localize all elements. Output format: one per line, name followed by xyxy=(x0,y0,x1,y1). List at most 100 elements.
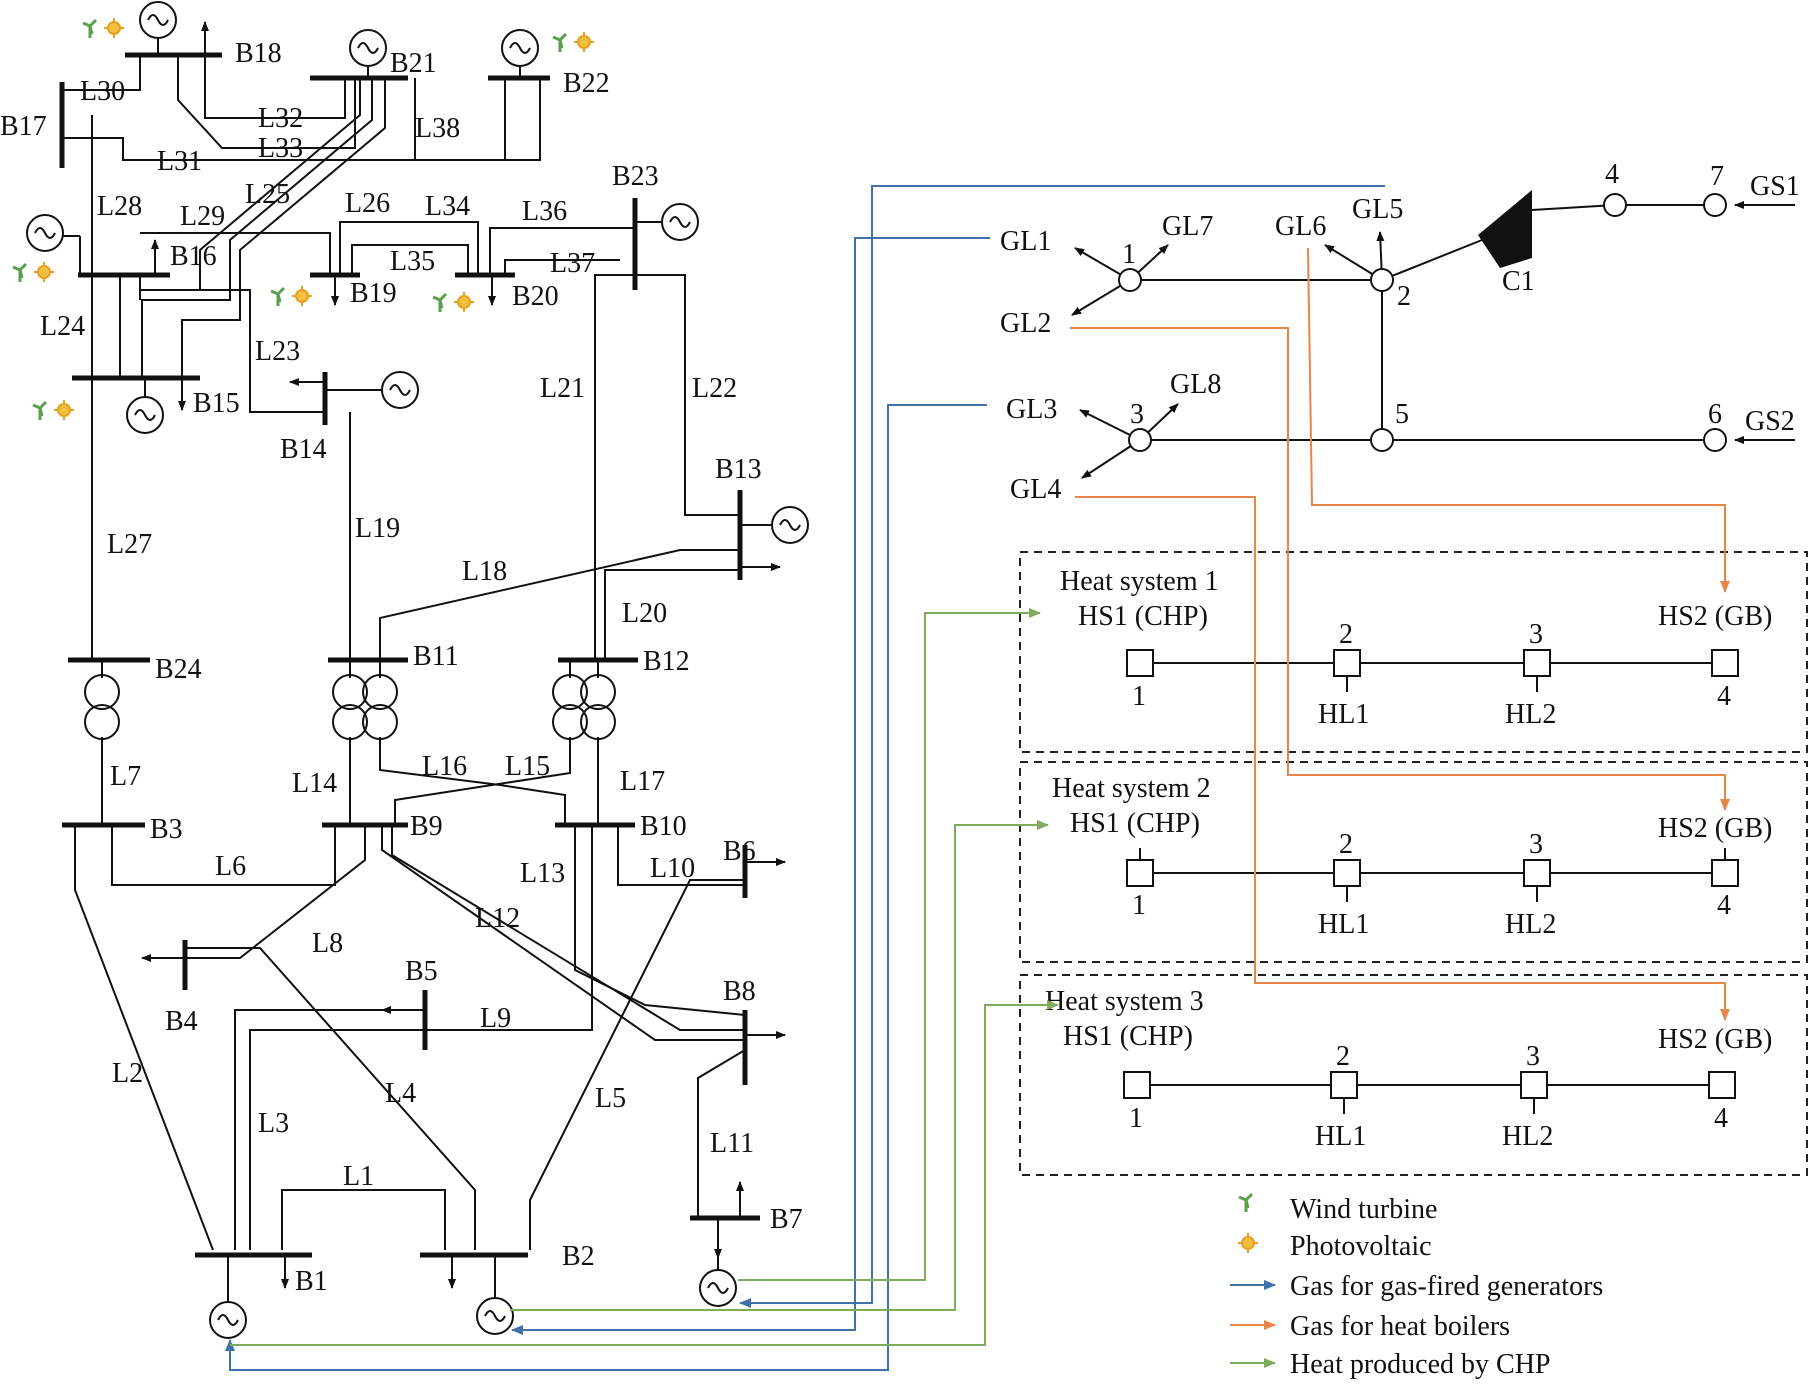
wind-pv-icon-b19 xyxy=(270,286,312,306)
line-label-l5: L5 xyxy=(595,1083,626,1114)
renewables xyxy=(12,18,594,420)
heat-system-2-node-3: 3 xyxy=(1529,829,1543,860)
line-label-l34: L34 xyxy=(425,191,470,222)
bus-label-b22: B22 xyxy=(563,68,610,99)
legend-heat-chp: Heat produced by CHP xyxy=(1290,1349,1551,1380)
gas-load-gl6: GL6 xyxy=(1275,211,1326,242)
photovoltaic-icon xyxy=(1238,1233,1258,1253)
line-label-l28: L28 xyxy=(97,191,142,222)
bus-label-b8: B8 xyxy=(723,976,756,1007)
gas-labels: 1 2 3 4 5 6 7 GL1 GL2 GL3 GL4 GL5 GL6 GL… xyxy=(1000,159,1800,505)
heat-system-3-node-1: 1 xyxy=(1129,1103,1143,1134)
line-label-l17: L17 xyxy=(620,766,665,797)
gas-load-gl5: GL5 xyxy=(1352,194,1403,225)
line-label-l25: L25 xyxy=(245,179,290,210)
bus-label-b16: B16 xyxy=(170,241,217,272)
heat-system-2-load-2: HL2 xyxy=(1505,909,1556,940)
bus-label-b10: B10 xyxy=(640,811,687,842)
heat-system-1-node-2: 2 xyxy=(1339,619,1353,650)
gas-node-2: 2 xyxy=(1397,281,1411,312)
heat-system-1-title: Heat system 1 xyxy=(1060,566,1219,597)
legend-gas-gen: Gas for gas-fired generators xyxy=(1290,1271,1603,1302)
bus-label-b15: B15 xyxy=(193,388,240,419)
gas-node-5: 5 xyxy=(1395,399,1409,430)
line-label-l4: L4 xyxy=(385,1078,416,1109)
heat-system-1-node-1: 1 xyxy=(1132,681,1146,712)
gas-source-gs1: GS1 xyxy=(1750,171,1800,202)
bus-label-b14: B14 xyxy=(280,434,327,465)
line-label-l6: L6 xyxy=(215,851,246,882)
bus-label-b20: B20 xyxy=(512,281,559,312)
line-label-l24: L24 xyxy=(40,311,85,342)
bus-label-b21: B21 xyxy=(390,48,437,79)
heat-system-3-gb: HS2 (GB) xyxy=(1658,1024,1772,1055)
heat-system-1-chp: HS1 (CHP) xyxy=(1078,601,1208,632)
line-label-l38: L38 xyxy=(415,113,460,144)
compressor-label: C1 xyxy=(1502,266,1535,297)
bus-label-b6: B6 xyxy=(723,836,756,867)
heat-system-3-chp: HS1 (CHP) xyxy=(1063,1021,1193,1052)
line-label-l27: L27 xyxy=(107,529,152,560)
legend: Wind turbine Photovoltaic Gas for gas-fi… xyxy=(1230,1192,1603,1380)
bus-label-b13: B13 xyxy=(715,454,762,485)
bus-label-b18: B18 xyxy=(235,38,282,69)
heat-system-2-node-1: 1 xyxy=(1132,890,1146,921)
gas-load-gl7: GL7 xyxy=(1162,211,1213,242)
gas-load-gl3: GL3 xyxy=(1006,394,1057,425)
line-label-l12: L12 xyxy=(475,903,520,934)
line-labels: L1 L2 L3 L4 L5 L6 L7 L8 L9 L10 L11 L12 L… xyxy=(40,76,754,1192)
bus-label-b2: B2 xyxy=(562,1241,595,1272)
wind-pv-icon-b15 xyxy=(32,400,74,420)
bus-label-b24: B24 xyxy=(155,654,202,685)
legend-gas-boiler: Gas for heat boilers xyxy=(1290,1311,1510,1342)
legend-wind: Wind turbine xyxy=(1290,1194,1437,1225)
bus-label-b12: B12 xyxy=(643,646,690,677)
wind-pv-icon-b18 xyxy=(82,18,124,38)
line-label-l3: L3 xyxy=(258,1108,289,1139)
line-label-l36: L36 xyxy=(522,196,567,227)
line-label-l8: L8 xyxy=(312,928,343,959)
bus-label-b3: B3 xyxy=(150,814,183,845)
line-label-l15: L15 xyxy=(505,751,550,782)
line-label-l16: L16 xyxy=(422,751,467,782)
gas-to-generators-flows xyxy=(225,185,1385,1371)
line-label-l1: L1 xyxy=(343,1161,374,1192)
gas-source-gs2: GS2 xyxy=(1745,406,1795,437)
bus-label-b4: B4 xyxy=(165,1006,198,1037)
line-label-l37: L37 xyxy=(550,248,595,279)
heat-system-3-load-1: HL1 xyxy=(1315,1121,1366,1152)
bus-label-b17: B17 xyxy=(0,111,47,142)
line-label-l35: L35 xyxy=(390,246,435,277)
wind-pv-icon-b16 xyxy=(12,262,54,282)
line-label-l11: L11 xyxy=(710,1128,754,1159)
heat-system-2-gb: HS2 (GB) xyxy=(1658,813,1772,844)
heat-system-2-chp: HS1 (CHP) xyxy=(1070,808,1200,839)
gas-network xyxy=(1071,190,1795,479)
line-label-l2: L2 xyxy=(112,1058,143,1089)
heat-system-1-load-2: HL2 xyxy=(1505,699,1556,730)
line-label-l30: L30 xyxy=(80,76,125,107)
heat-system-2-node-4: 4 xyxy=(1717,890,1731,921)
heat-system-1-gb: HS2 (GB) xyxy=(1658,601,1772,632)
bus-label-b1: B1 xyxy=(295,1266,328,1297)
line-label-l21: L21 xyxy=(540,373,585,404)
heat-system-1: Heat system 1 HS1 (CHP) HS2 (GB) 1 2 3 4… xyxy=(1019,551,1808,753)
heat-system-3-node-4: 4 xyxy=(1714,1103,1728,1134)
power-lines xyxy=(62,30,746,1251)
gas-to-boilers-flows xyxy=(1070,247,1730,1021)
gas-load-gl8: GL8 xyxy=(1170,369,1221,400)
heat-system-1-node-4: 4 xyxy=(1717,681,1731,712)
line-label-l23: L23 xyxy=(255,336,300,367)
heat-system-3-load-2: HL2 xyxy=(1502,1121,1553,1152)
line-label-l19: L19 xyxy=(355,513,400,544)
line-label-l13: L13 xyxy=(520,858,565,889)
bus-label-b19: B19 xyxy=(350,278,397,309)
gas-load-gl2: GL2 xyxy=(1000,308,1051,339)
heat-system-3-node-2: 2 xyxy=(1336,1041,1350,1072)
bus-labels: B1 B2 B3 B4 B5 B6 B7 B8 B9 B10 B11 B12 B… xyxy=(0,38,803,1297)
legend-pv: Photovoltaic xyxy=(1290,1231,1432,1262)
gas-node-6: 6 xyxy=(1708,399,1722,430)
compressor-icon xyxy=(1478,190,1532,268)
